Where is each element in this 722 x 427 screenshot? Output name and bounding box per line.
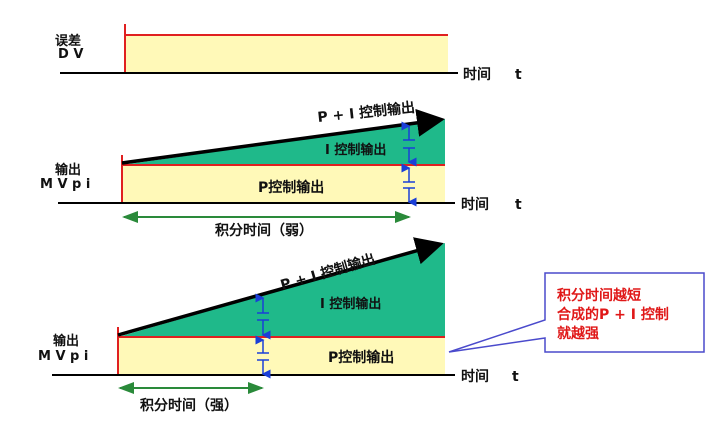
callout-line-3: 就越强	[557, 325, 599, 342]
y-label: 输出	[53, 333, 79, 349]
blue-measure-arrows	[401, 121, 417, 207]
x-label: 时间	[463, 66, 491, 83]
y-label-mvpi: M V p i	[40, 177, 90, 192]
p-output-label: P控制输出	[258, 179, 324, 196]
integral-time-label: 积分时间（弱）	[215, 222, 313, 239]
pi-output-label: P + I 控制输出	[317, 99, 416, 126]
y-label-mvpi: M V p i	[38, 349, 88, 364]
callout-line-1: 积分时间越短	[557, 287, 641, 304]
error-step-area	[125, 35, 448, 73]
y-label-dv: D V	[58, 47, 83, 62]
blue-measure-arrows	[255, 293, 271, 379]
callout-line-2: 合成的P + I 控制	[557, 306, 669, 323]
pi-output-arrow	[121, 108, 445, 165]
y-label: 误差	[55, 33, 81, 49]
pi-output-arrow	[117, 237, 444, 337]
panel-strong-integral: P + I 控制输出 I 控制输出 P控制输出 输出 M V p i 时间 t …	[38, 237, 519, 414]
x-unit: t	[515, 197, 522, 213]
i-output-label: I 控制输出	[320, 296, 381, 312]
p-output-area	[118, 337, 445, 375]
x-label: 时间	[461, 196, 489, 213]
x-unit: t	[515, 67, 522, 83]
x-unit: t	[512, 369, 519, 385]
panel-error: 误差 D V 时间 t	[55, 24, 522, 83]
integral-time-label: 积分时间（强）	[140, 397, 238, 414]
y-label: 输出	[55, 162, 81, 178]
x-label: 时间	[461, 368, 489, 385]
panel-weak-integral: P + I 控制输出 I 控制输出 P控制输出 输出 M V p i 时间 t …	[40, 99, 522, 239]
callout-outline	[448, 272, 705, 353]
i-output-label: I 控制输出	[325, 142, 386, 158]
p-output-area	[122, 165, 445, 203]
p-output-label: P控制输出	[328, 349, 394, 366]
callout-box: 积分时间越短 合成的P + I 控制 就越强	[448, 272, 705, 353]
